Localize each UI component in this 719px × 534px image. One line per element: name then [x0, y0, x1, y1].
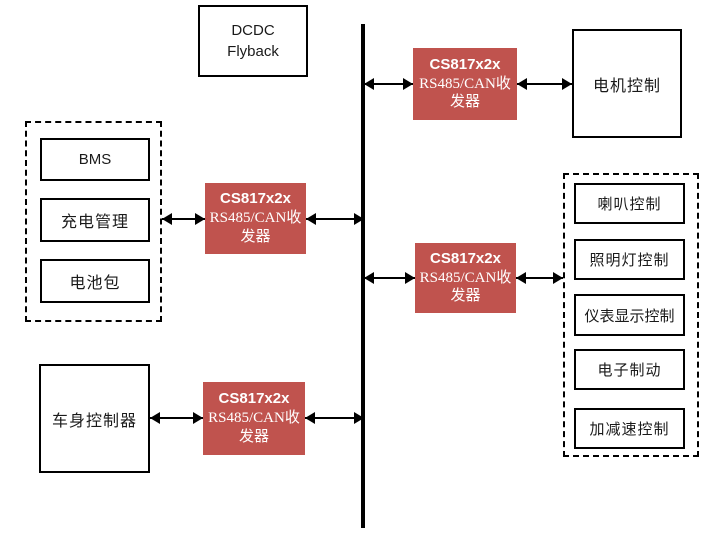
node-transceiver-top: CS817x2x RS485/CAN收 发器: [413, 48, 517, 120]
bidirectional-arrow-transceiver-to-bus-left: [306, 213, 364, 225]
transceiver-title: CS817x2x: [220, 190, 291, 208]
transceiver-subtitle-line1: RS485/CAN收: [209, 210, 302, 227]
node-motor-control: 电机控制: [572, 29, 682, 138]
bidirectional-arrow-battery-group-to-transceiver: [162, 213, 205, 225]
node-label: 仪表显示控制: [584, 308, 675, 325]
transceiver-title: CS817x2x: [430, 249, 501, 267]
dcdc-label-line1: DCDC: [231, 22, 275, 39]
bidirectional-arrow-bus-to-top-transceiver: [364, 78, 413, 90]
transceiver-subtitle-line1: RS485/CAN收: [419, 269, 512, 286]
transceiver-title: CS817x2x: [429, 55, 501, 73]
dcdc-label: DCDC Flyback: [227, 20, 279, 62]
bidirectional-arrow-transceiver-to-accessory-group: [516, 272, 563, 284]
node-horn-control: 喇叭控制: [574, 183, 685, 224]
node-label: 车身控制器: [51, 412, 137, 430]
node-label: 喇叭控制: [597, 197, 662, 213]
node-label: 加减速控制: [589, 422, 670, 438]
node-electronic-brake: 电子制动: [574, 349, 685, 390]
node-label: BMS: [78, 151, 112, 168]
node-label: 充电管理: [60, 214, 129, 231]
transceiver-subtitle-line2: 发器: [450, 288, 481, 305]
transceiver-subtitle-line1: RS485/CAN收: [208, 410, 300, 427]
can-bus-line: [361, 24, 365, 528]
bidirectional-arrow-body-controller-to-transceiver: [150, 412, 203, 424]
node-label: 电池包: [69, 275, 121, 292]
node-light-control: 照明灯控制: [574, 239, 685, 280]
node-battery-pack: 电池包: [40, 259, 150, 303]
node-bms: BMS: [40, 138, 150, 181]
node-label: 照明灯控制: [589, 253, 670, 269]
transceiver-subtitle-line2: 发器: [240, 228, 271, 245]
node-transceiver-bottom: CS817x2x RS485/CAN收 发器: [203, 382, 305, 455]
node-transceiver-middle-left: CS817x2x RS485/CAN收 发器: [205, 183, 306, 254]
transceiver-subtitle-line2: 发器: [238, 428, 269, 445]
node-label: 电机控制: [592, 77, 661, 95]
dcdc-label-line2: Flyback: [227, 43, 279, 60]
node-charge-management: 充电管理: [40, 198, 150, 242]
transceiver-title: CS817x2x: [218, 390, 290, 408]
bidirectional-arrow-bus-to-right-transceiver: [364, 272, 415, 284]
transceiver-subtitle-line1: RS485/CAN收: [419, 75, 511, 92]
node-body-controller: 车身控制器: [39, 364, 150, 473]
bidirectional-arrow-top-transceiver-to-motor: [517, 78, 572, 90]
node-dcdc-flyback: DCDC Flyback: [198, 5, 308, 77]
node-label: 电子制动: [597, 363, 662, 379]
node-instrument-display-control: 仪表显示控制: [574, 294, 685, 336]
node-transceiver-middle-right: CS817x2x RS485/CAN收 发器: [415, 243, 516, 313]
bidirectional-arrow-bottom-transceiver-to-bus: [305, 412, 364, 424]
transceiver-subtitle-line2: 发器: [449, 94, 480, 111]
node-speed-control: 加减速控制: [574, 408, 685, 449]
